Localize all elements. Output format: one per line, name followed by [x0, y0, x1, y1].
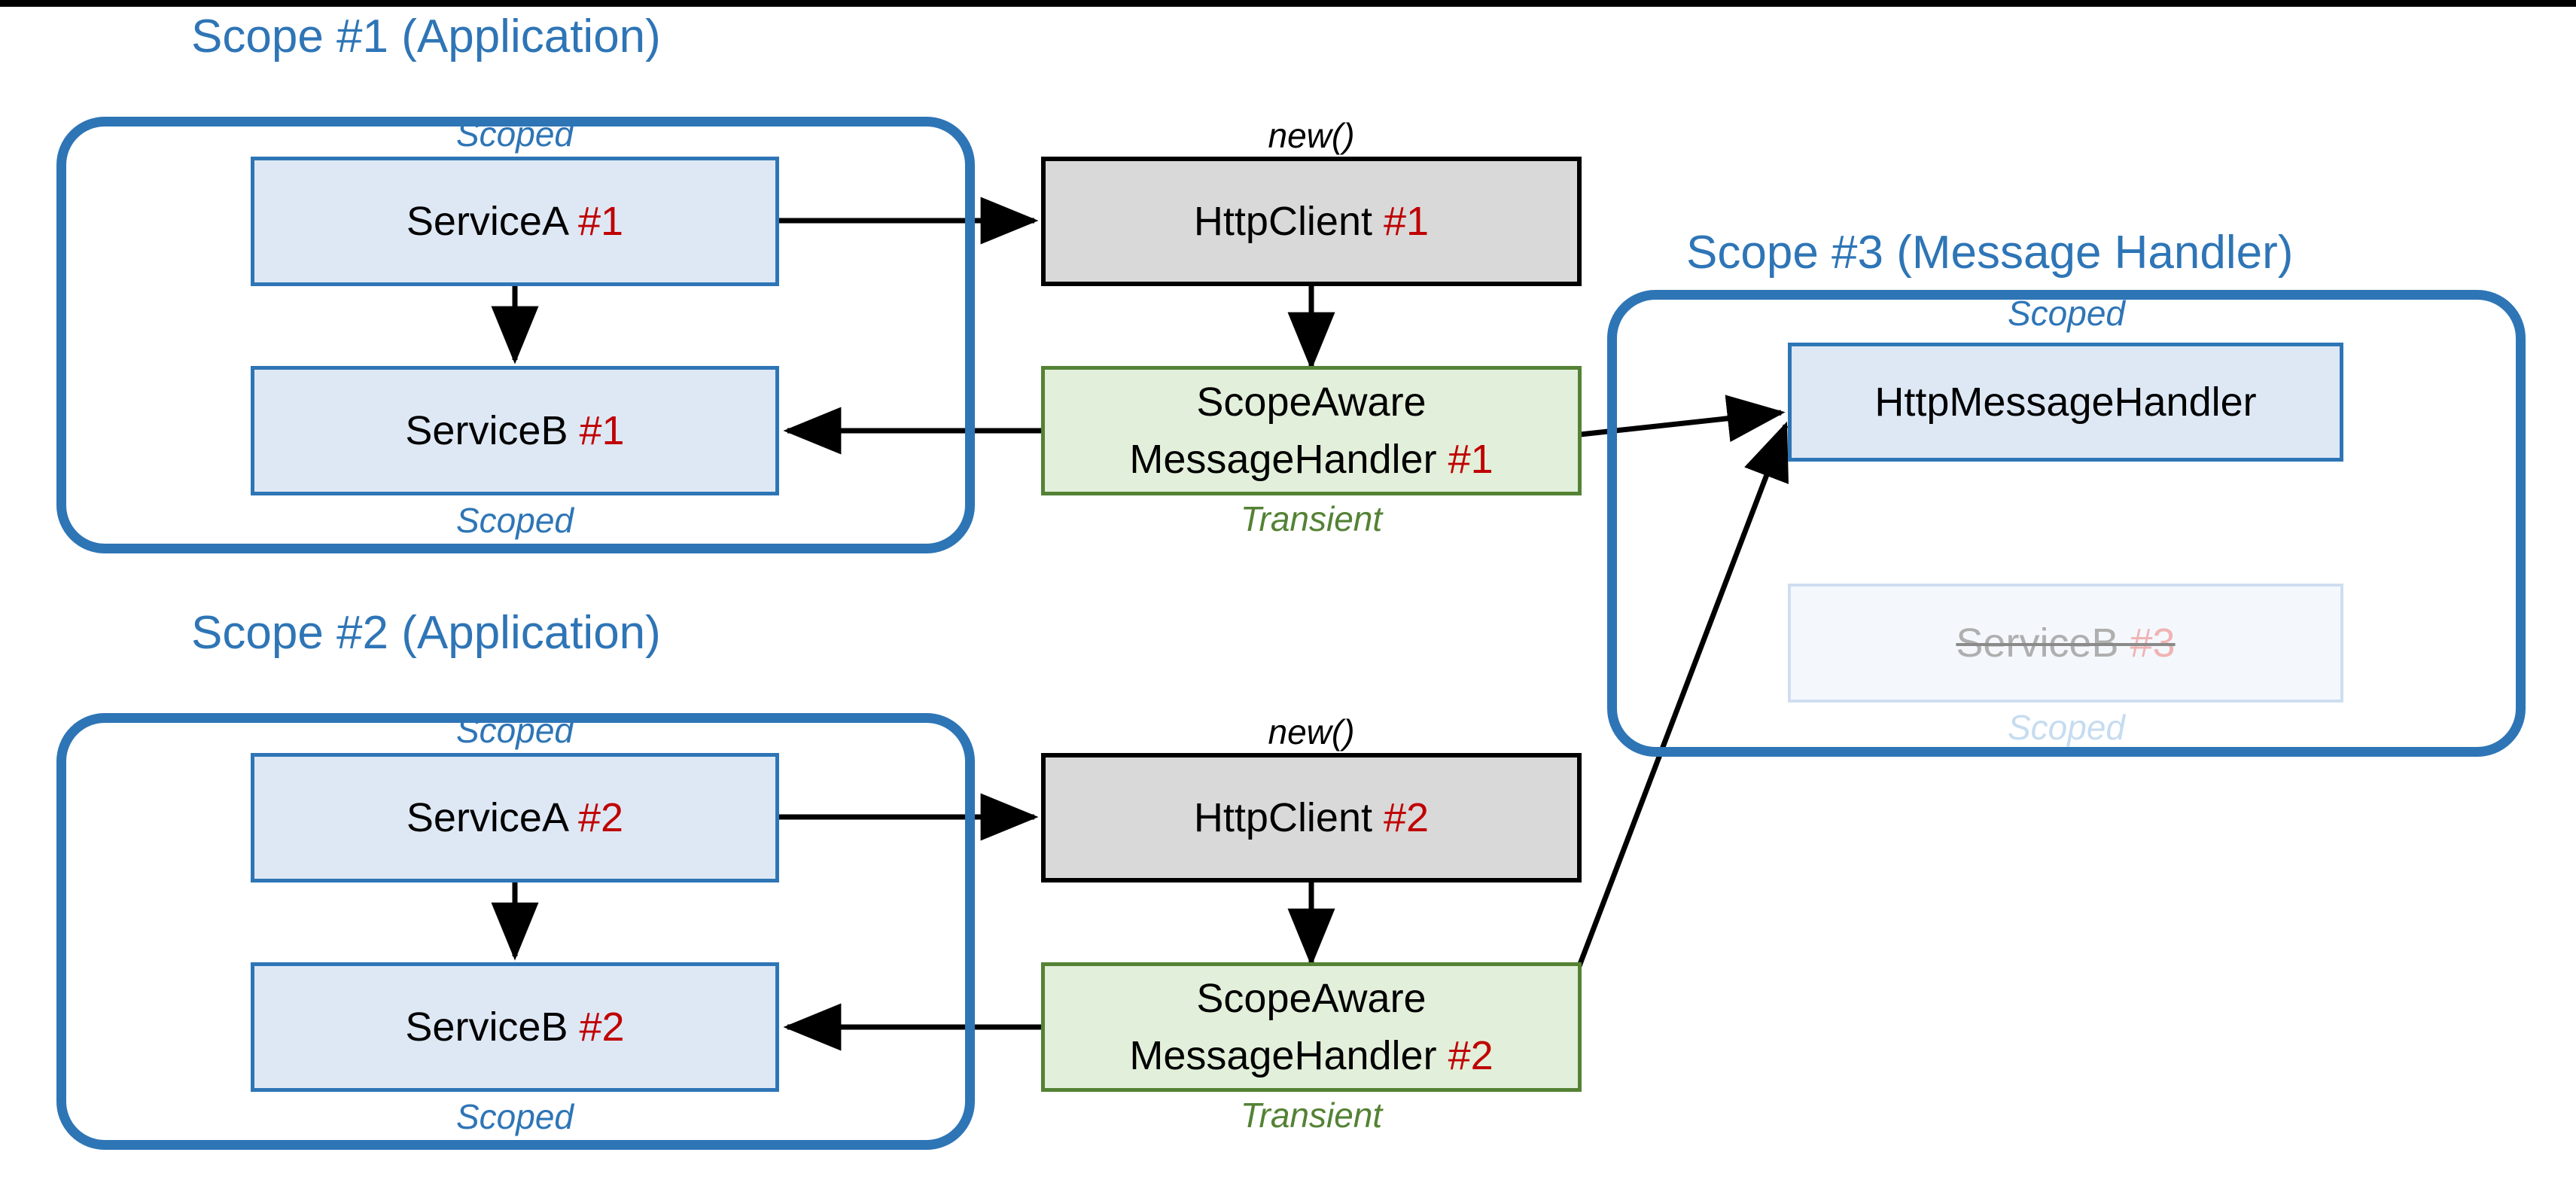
handler1-lifetime-label: Transient	[1240, 499, 1383, 538]
node-scopeaware-messagehandler-2: ScopeAware MessageHandler #2	[1041, 962, 1582, 1092]
scope1-title: Scope #1 (Application)	[191, 11, 661, 62]
node-handler-1-line1: ScopeAware	[1196, 379, 1427, 425]
node-httpclient-1: HttpClient #1	[1041, 157, 1582, 286]
node-scopeaware-messagehandler-1: ScopeAware MessageHandler #1	[1041, 366, 1582, 495]
servicea2-lifetime-label: Scoped	[455, 711, 574, 750]
node-httpclient-1-text: HttpClient #1	[1193, 198, 1430, 244]
httpclient1-creation-label: new()	[1268, 116, 1355, 155]
node-serviceb-2: ServiceB #2	[251, 962, 779, 1092]
scope1-container	[56, 117, 975, 553]
node-serviceb-3-unavailable: ServiceB #3	[1788, 584, 2343, 703]
node-httpmessagehandler: HttpMessageHandler	[1788, 343, 2343, 462]
node-servicea-1: ServiceA #1	[251, 157, 779, 286]
top-black-bar	[0, 0, 2576, 7]
httpclient2-creation-label: new()	[1268, 712, 1355, 751]
serviceb2-lifetime-label: Scoped	[455, 1097, 574, 1136]
node-handler-2-line1: ScopeAware	[1196, 975, 1427, 1021]
scope3-container	[1607, 290, 2526, 757]
servicea1-lifetime-label: Scoped	[455, 114, 574, 154]
scope2-container	[56, 713, 975, 1150]
node-serviceb-1: ServiceB #1	[251, 366, 779, 495]
scope3-title: Scope #3 (Message Handler)	[1686, 227, 2294, 279]
node-servicea-2-text: ServiceA #2	[406, 794, 624, 840]
scope2-title: Scope #2 (Application)	[191, 607, 661, 659]
handler2-lifetime-label: Transient	[1240, 1096, 1383, 1135]
node-handler-1-line2: MessageHandler #1	[1129, 437, 1494, 482]
node-serviceb-2-text: ServiceB #2	[405, 1004, 625, 1050]
serviceb3-lifetime-label: Scoped	[2007, 708, 2125, 747]
node-httpclient-2-text: HttpClient #2	[1193, 794, 1430, 840]
node-httpclient-2: HttpClient #2	[1041, 753, 1582, 882]
node-servicea-1-text: ServiceA #1	[406, 198, 624, 244]
httpmessagehandler-lifetime-label: Scoped	[2007, 294, 2125, 333]
serviceb1-lifetime-label: Scoped	[455, 501, 574, 540]
node-httpmessagehandler-text: HttpMessageHandler	[1874, 379, 2257, 425]
node-serviceb-1-text: ServiceB #1	[405, 407, 625, 453]
node-handler-2-line2: MessageHandler #2	[1129, 1033, 1494, 1078]
node-serviceb-3-text: ServiceB #3	[1956, 620, 2176, 666]
node-servicea-2: ServiceA #2	[251, 753, 779, 882]
